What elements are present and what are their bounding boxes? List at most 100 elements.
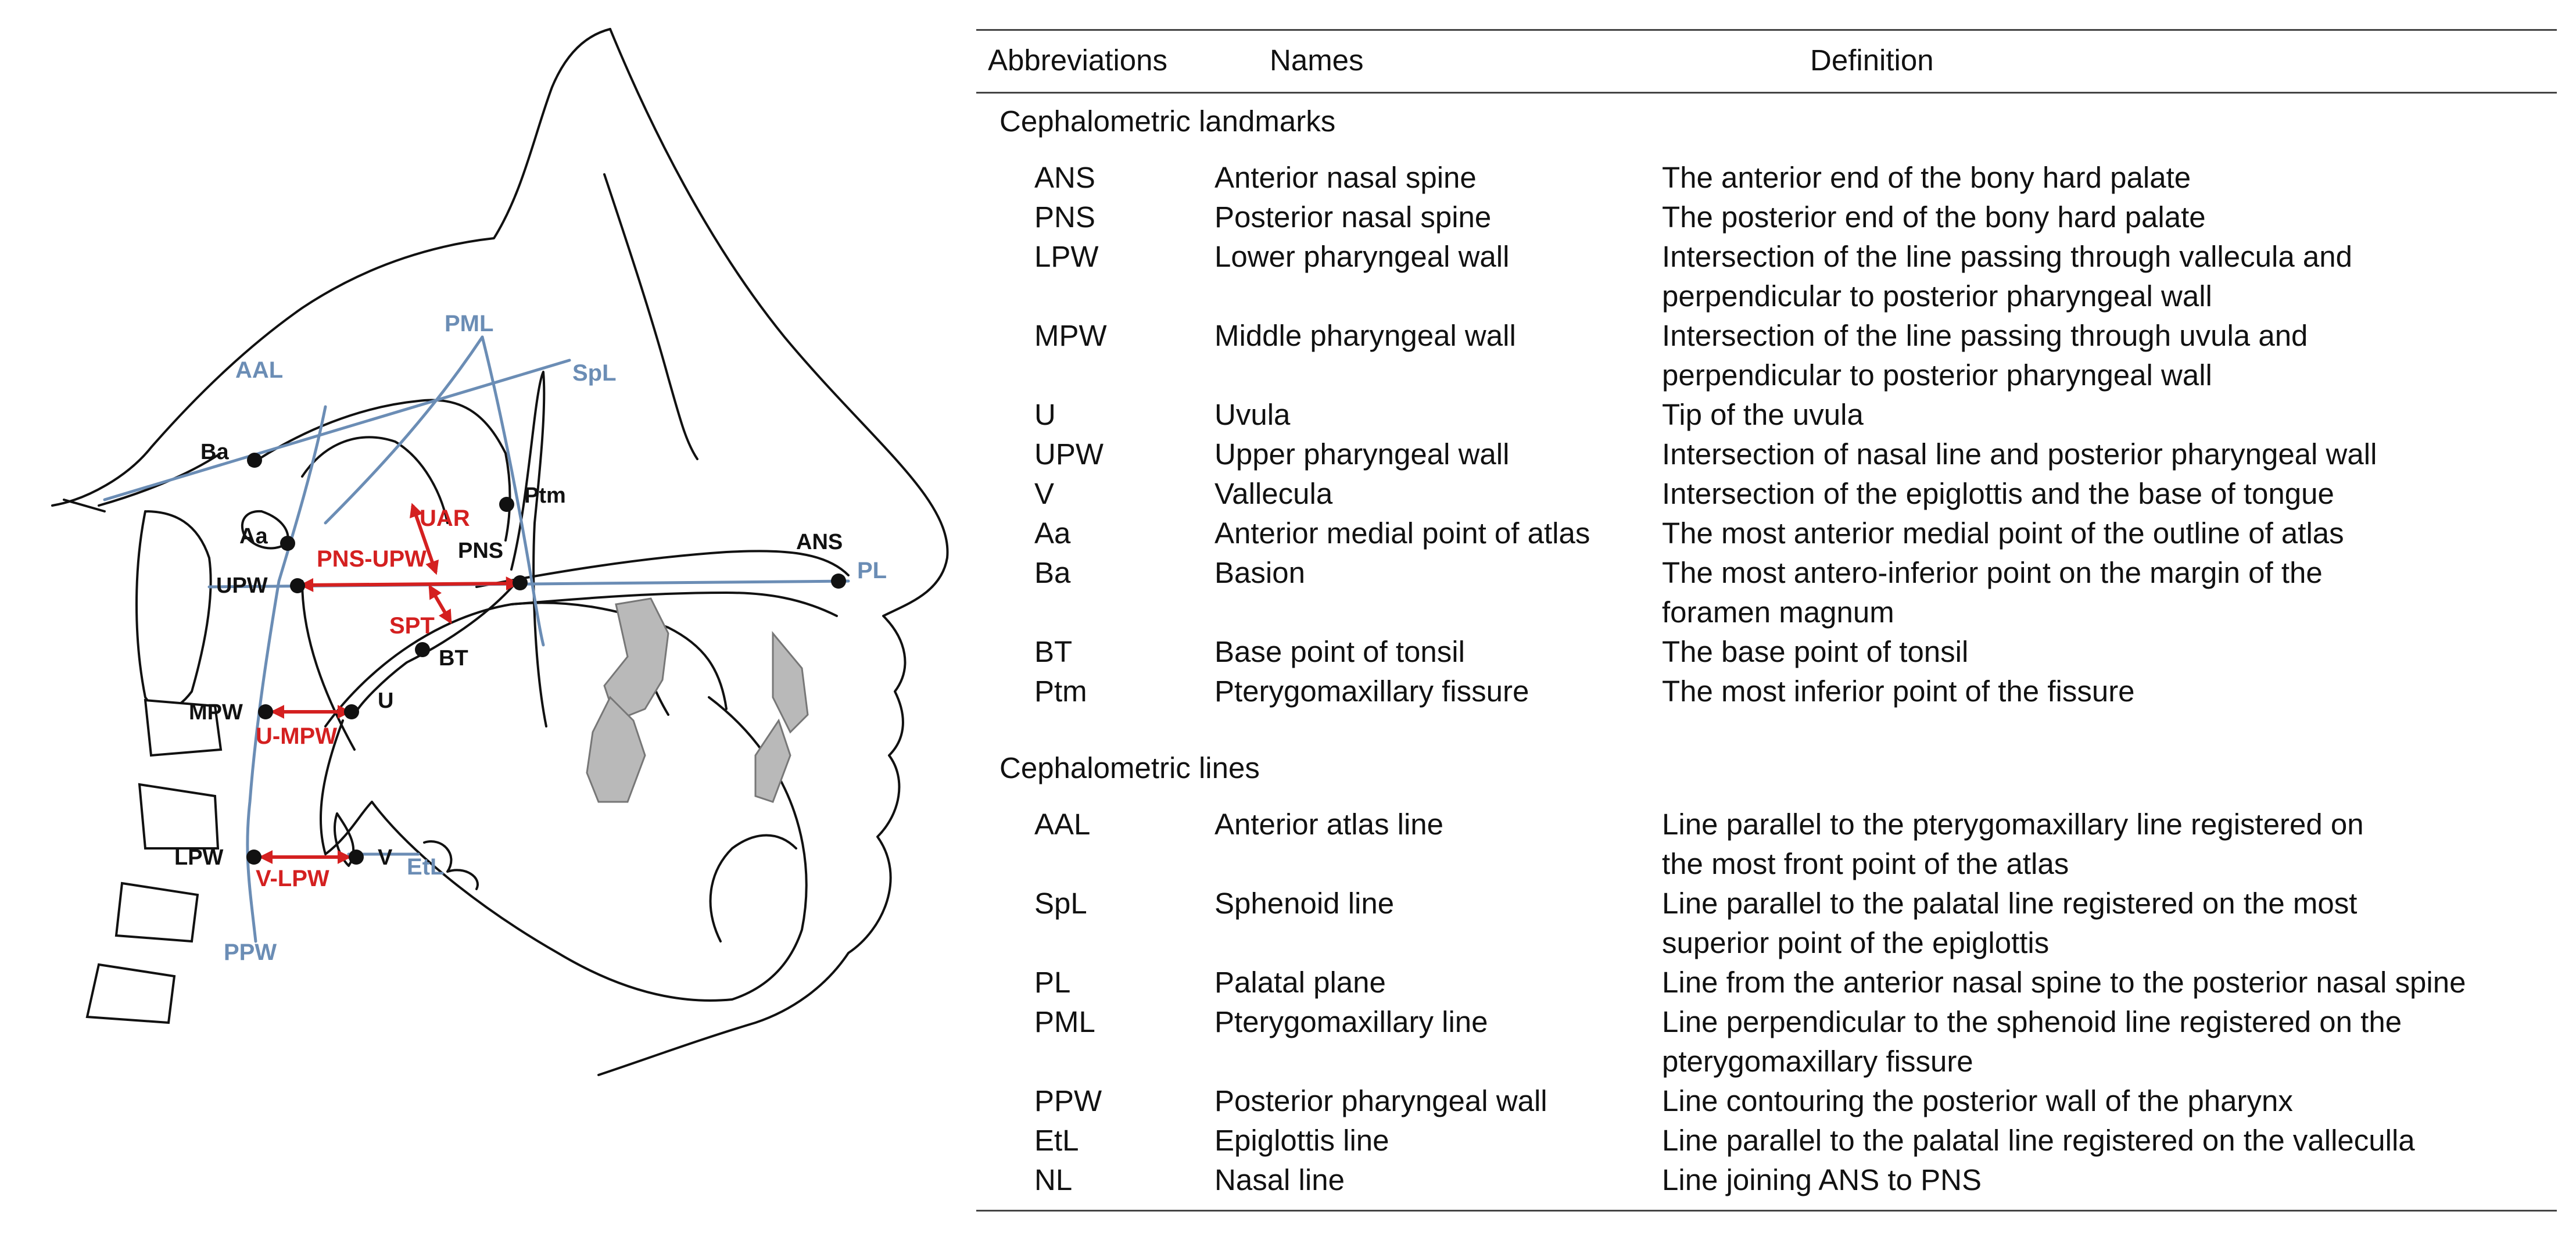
label-aa: Aa bbox=[239, 524, 268, 549]
label-aal: AAL bbox=[235, 357, 283, 383]
orbit-outline bbox=[603, 173, 698, 460]
spt-arrow bbox=[428, 584, 452, 625]
point-u bbox=[344, 704, 359, 719]
label-ba: Ba bbox=[200, 440, 229, 464]
cranial-base bbox=[249, 399, 511, 542]
row-name: Pterygomaxillary fissure bbox=[1214, 675, 1529, 708]
vertebra-c2 bbox=[144, 698, 223, 757]
reference-lines bbox=[103, 335, 850, 943]
row-abbreviation: Ptm bbox=[1034, 675, 1087, 708]
row-name: Posterior nasal spine bbox=[1214, 200, 1492, 234]
row-name: Lower pharyngeal wall bbox=[1214, 240, 1510, 273]
row-name: Nasal line bbox=[1214, 1163, 1345, 1196]
row-abbreviation: UPW bbox=[1034, 438, 1104, 471]
aa-contour bbox=[241, 510, 289, 550]
point-aa bbox=[280, 536, 295, 551]
row-definition-line: The base point of tonsil bbox=[1662, 635, 1969, 668]
row-definition-line: perpendicular to posterior pharyngeal wa… bbox=[1662, 279, 2212, 313]
row-definition-line: Line joining ANS to PNS bbox=[1662, 1163, 1982, 1196]
row-definition-line: Line parallel to the pterygomaxillary li… bbox=[1662, 808, 2364, 841]
label-lpw: LPW bbox=[174, 845, 224, 870]
row-definition-line: The posterior end of the bony hard palat… bbox=[1662, 200, 2206, 234]
ppw-line bbox=[246, 405, 327, 943]
vertebra-c4 bbox=[114, 881, 199, 943]
header-rule bbox=[976, 92, 2557, 94]
epiglottis bbox=[334, 812, 355, 867]
row-abbreviation: PL bbox=[1034, 966, 1071, 999]
face-profile bbox=[597, 28, 949, 1076]
mandible bbox=[371, 696, 808, 1002]
label-pml: PML bbox=[445, 311, 493, 336]
row-name: Pterygomaxillary line bbox=[1214, 1005, 1488, 1038]
row-name: Palatal plane bbox=[1214, 966, 1386, 999]
row-name: Anterior nasal spine bbox=[1214, 161, 1477, 194]
header-abbreviations: Abbreviations bbox=[988, 44, 1168, 77]
measurement-arrows bbox=[259, 503, 520, 864]
point-mpw bbox=[258, 704, 273, 719]
row-definition-line: The anterior end of the bony hard palate bbox=[1662, 161, 2191, 194]
lower-molar bbox=[586, 696, 646, 803]
pharynx-anterior-wall bbox=[320, 719, 373, 855]
row-abbreviation: BT bbox=[1034, 635, 1073, 668]
row-definition-line: Intersection of the epiglottis and the b… bbox=[1662, 477, 2334, 510]
row-name: Vallecula bbox=[1214, 477, 1333, 510]
label-v-lpw: V-LPW bbox=[256, 866, 329, 891]
bottom-rule bbox=[976, 1210, 2557, 1212]
row-definition-line: Line from the anterior nasal spine to th… bbox=[1662, 966, 2466, 999]
row-name: Epiglottis line bbox=[1214, 1124, 1389, 1157]
tongue-dorsum bbox=[324, 601, 728, 727]
teeth bbox=[586, 597, 809, 803]
row-definition-line: The most inferior point of the fissure bbox=[1662, 675, 2135, 708]
pterygoid-plate bbox=[510, 371, 547, 727]
header-definition: Definition bbox=[1810, 44, 1934, 77]
vertebra-c3 bbox=[138, 783, 220, 850]
point-bt bbox=[415, 642, 430, 657]
palate-upper bbox=[475, 550, 850, 588]
row-definition-line: Line contouring the posterior wall of th… bbox=[1662, 1084, 2293, 1117]
row-name: Basion bbox=[1214, 556, 1305, 589]
label-spl: SpL bbox=[572, 360, 617, 386]
label-pns: PNS bbox=[458, 539, 503, 563]
vallecula-curve bbox=[423, 840, 479, 890]
point-lpw bbox=[246, 850, 261, 865]
row-abbreviation: NL bbox=[1034, 1163, 1073, 1196]
row-abbreviation: PNS bbox=[1034, 200, 1095, 234]
label-mpw: MPW bbox=[189, 700, 243, 725]
point-ans bbox=[831, 574, 846, 589]
aal-line bbox=[324, 335, 484, 525]
point-ptm bbox=[499, 497, 514, 512]
section-lines-title: Cephalometric lines bbox=[999, 751, 1260, 784]
incisor-lower bbox=[754, 718, 791, 803]
row-name: Middle pharyngeal wall bbox=[1214, 319, 1516, 352]
label-v: V bbox=[378, 845, 393, 870]
pml-line bbox=[481, 335, 545, 647]
row-abbreviation: AAL bbox=[1034, 808, 1091, 841]
row-abbreviation: Ba bbox=[1034, 556, 1071, 589]
row-definition-line: Intersection of nasal line and posterior… bbox=[1662, 438, 2377, 471]
row-definition-line: superior point of the epiglottis bbox=[1662, 926, 2050, 959]
label-u: U bbox=[378, 689, 393, 713]
row-abbreviation: PML bbox=[1034, 1005, 1095, 1038]
uar-arrow bbox=[409, 503, 439, 575]
uvula bbox=[353, 580, 518, 716]
row-definition-line: the most front point of the atlas bbox=[1662, 847, 2069, 880]
label-spt: SPT bbox=[389, 613, 435, 639]
row-name: Anterior medial point of atlas bbox=[1214, 517, 1590, 550]
row-name: Sphenoid line bbox=[1214, 887, 1395, 920]
row-name: Base point of tonsil bbox=[1214, 635, 1465, 668]
point-v bbox=[349, 850, 364, 865]
incisor-upper bbox=[772, 630, 809, 734]
row-name: Uvula bbox=[1214, 398, 1291, 431]
skull-outline bbox=[51, 28, 611, 507]
label-u-mpw: U-MPW bbox=[256, 723, 337, 749]
row-definition-line: foramen magnum bbox=[1662, 596, 1894, 629]
row-definition-line: The most antero-inferior point on the ma… bbox=[1662, 556, 2323, 589]
row-name: Anterior atlas line bbox=[1214, 808, 1444, 841]
row-abbreviation: V bbox=[1034, 477, 1055, 510]
row-name: Upper pharyngeal wall bbox=[1214, 438, 1510, 471]
row-abbreviation: PPW bbox=[1034, 1084, 1102, 1117]
row-definition-line: Line parallel to the palatal line regist… bbox=[1662, 887, 2358, 920]
row-definition-line: pterygomaxillary fissure bbox=[1662, 1045, 1973, 1078]
label-ans: ANS bbox=[796, 530, 843, 554]
row-definition-line: Line perpendicular to the sphenoid line … bbox=[1662, 1005, 2402, 1038]
